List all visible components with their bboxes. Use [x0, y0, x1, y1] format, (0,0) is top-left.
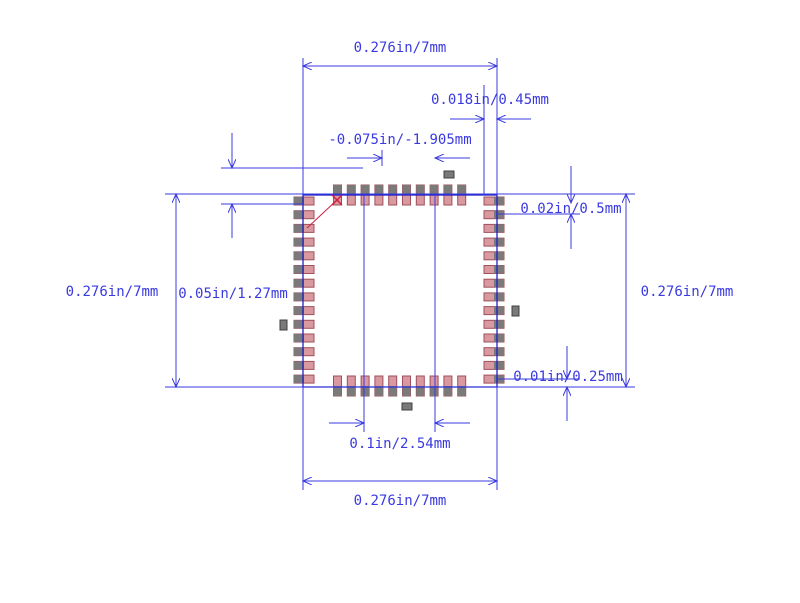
pad-left: [293, 210, 315, 220]
dimension-arrows: [176, 66, 626, 481]
right-gap-label: 0.01in/0.25mm: [513, 369, 623, 385]
x-marker-icon: [306, 194, 343, 229]
pads-layer: [279, 170, 520, 411]
pad-right: [483, 319, 505, 329]
pad-right: [483, 292, 505, 302]
marker-right: [511, 305, 520, 317]
pad-right: [483, 306, 505, 316]
pad-bottom: [402, 375, 411, 397]
pad-right: [483, 196, 505, 206]
pad-left: [293, 237, 315, 247]
pad-bottom: [374, 375, 384, 397]
bottom-spacing-label: 0.1in/2.54mm: [349, 436, 450, 452]
marker-left: [279, 319, 288, 331]
pad-bottom: [333, 375, 342, 397]
pad-bottom: [443, 375, 453, 397]
extension-lines: [165, 58, 635, 490]
left-pitch-label: 0.05in/1.27mm: [178, 286, 288, 302]
package-outline: [302, 194, 498, 388]
pad-left: [293, 292, 315, 302]
pad-bottom: [457, 375, 467, 397]
pad-right: [483, 278, 505, 288]
pad-left: [293, 333, 315, 343]
pad-left: [293, 360, 315, 370]
pad-bottom: [360, 375, 370, 397]
marker-bottom: [401, 402, 413, 411]
bottom-width-label: 0.276in/7mm: [354, 493, 447, 509]
marker-top: [443, 170, 455, 179]
pad-right: [483, 223, 505, 233]
pad-right: [483, 333, 505, 343]
pad-bottom: [388, 375, 398, 397]
pad-left: [293, 306, 315, 316]
right-pad-label: 0.02in/0.5mm: [520, 201, 621, 217]
pad-left: [293, 347, 315, 357]
pad-left: [293, 251, 315, 261]
pad-bottom: [346, 375, 356, 397]
pad-left: [293, 278, 315, 288]
right-height-label: 0.276in/7mm: [641, 284, 734, 300]
pad-left: [293, 196, 315, 206]
pad-right: [483, 265, 505, 274]
top-width-label: 0.276in/7mm: [354, 40, 447, 56]
pad-width-label: 0.018in/0.45mm: [431, 92, 549, 108]
pad-left: [293, 374, 315, 384]
pad-left: [293, 319, 315, 329]
pad-bottom: [429, 375, 439, 397]
pad-bottom: [415, 375, 425, 397]
pad-right: [483, 347, 505, 357]
pad-right: [483, 360, 505, 370]
pad-right: [483, 210, 505, 220]
offset-label: -0.075in/-1.905mm: [328, 132, 471, 148]
pad-left: [293, 223, 315, 233]
pad-left: [293, 265, 315, 274]
left-height-label: 0.276in/7mm: [66, 284, 159, 300]
pad-right: [483, 237, 505, 247]
pad-right: [483, 251, 505, 261]
